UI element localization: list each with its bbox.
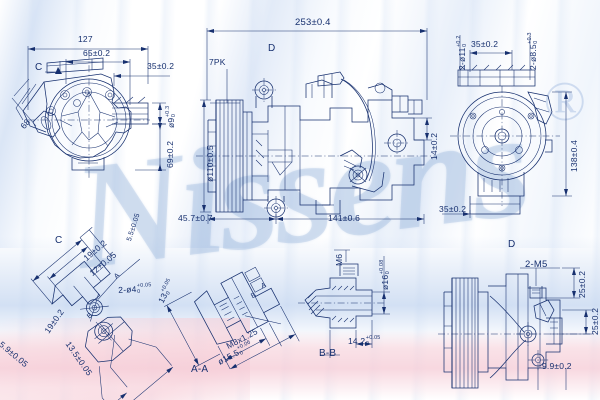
dim-offset-99: 9.9±0.2 — [542, 361, 572, 371]
dim-rear-length: 141±0.6 — [328, 213, 361, 223]
dim-body-height: 138±0.4 — [569, 139, 579, 172]
view-front-left — [12, 46, 170, 178]
section-view-bb — [298, 250, 390, 358]
view-label-d-detail: D — [508, 239, 516, 250]
detail-view-d — [438, 268, 598, 390]
dim-pulley-grooves: 7PK — [209, 57, 226, 67]
dim-height-69: 69±0.2 — [165, 140, 175, 168]
section-title-aa: A-A — [191, 364, 209, 375]
view-label-c-front: C — [35, 62, 43, 73]
dim-foot-offset: 35±0.2 — [439, 204, 467, 214]
view-label-c-detail: C — [55, 235, 63, 246]
dim-overall-length: 253±0.4 — [295, 17, 331, 28]
dim-offset-25-b: 25±0.2 — [590, 307, 600, 335]
detail-view-c — [6, 217, 208, 400]
view-side-main — [196, 28, 436, 224]
dim-port-top: 35±0.2 — [471, 39, 499, 49]
dim-boss-height: 14±0.2 — [429, 132, 439, 160]
dim-overall-width: 127 — [78, 34, 93, 44]
section-view-aa — [164, 258, 299, 389]
section-title-bb: B-B — [319, 348, 337, 359]
dim-pulley-dia: ø110±0.5 — [205, 145, 215, 182]
view-label-d-side: D — [268, 43, 276, 54]
dim-thread-2m5: 2-M5 — [525, 259, 548, 270]
dim-thread-m6: M6 — [334, 253, 344, 266]
dim-port-offset: 35±0.2 — [147, 61, 175, 71]
dim-front-length: 45.7±0.7 — [178, 213, 213, 223]
dim-mount-span: 65±0.2 — [83, 48, 111, 58]
view-rear-right — [442, 35, 572, 218]
dim-offset-25-a: 25±0.2 — [577, 270, 587, 298]
